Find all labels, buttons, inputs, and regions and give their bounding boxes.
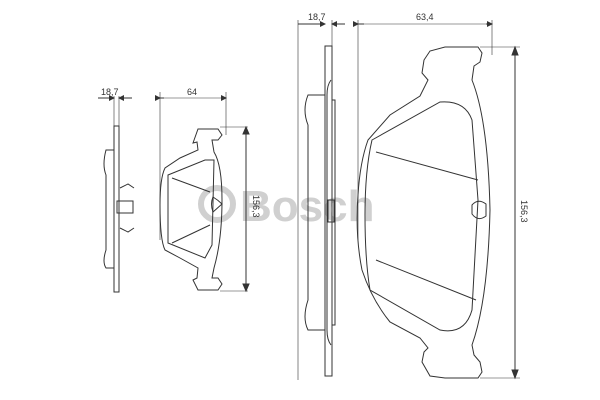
small-thickness-label: 18,7 xyxy=(101,87,119,97)
watermark-text: Bosch xyxy=(240,182,374,231)
small-height-label: 156,3 xyxy=(251,195,261,218)
small-pad-front-view xyxy=(159,128,223,291)
large-height-label: 156,3 xyxy=(519,200,529,223)
large-thickness-label: 18,7 xyxy=(308,12,326,22)
large-pad-side-view xyxy=(304,45,336,377)
small-width-label: 64 xyxy=(187,87,197,97)
large-pad-front-view xyxy=(356,46,491,379)
large-width-label: 63,4 xyxy=(416,12,434,22)
small-pad-side-view xyxy=(103,125,135,293)
bosch-watermark: Bosch xyxy=(198,182,374,231)
